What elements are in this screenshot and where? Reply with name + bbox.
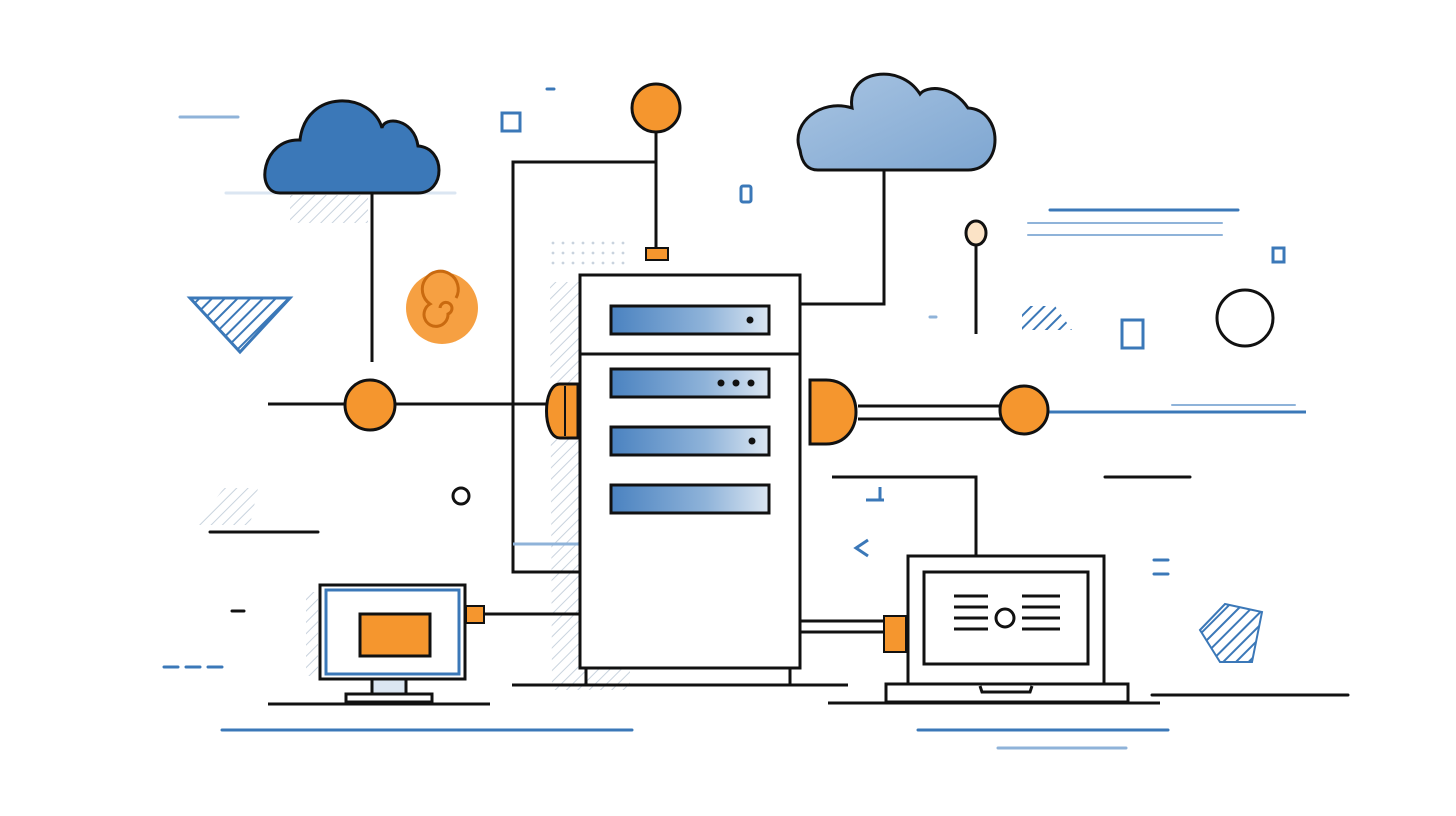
connection-lines [268, 132, 1306, 706]
drive-bay-2 [609, 367, 771, 399]
right-port-connector [808, 378, 858, 446]
swirl-icon [406, 269, 478, 344]
laptop-icon [828, 554, 1160, 705]
left-port-connector [545, 382, 580, 440]
top-node-icon [630, 82, 682, 134]
left-node-icon [343, 378, 397, 432]
drive-bay-3 [609, 425, 771, 457]
pin-icon [964, 219, 988, 247]
right-node-icon [998, 384, 1050, 436]
orange-nodes [343, 82, 1050, 436]
desktop-monitor-icon [306, 583, 485, 704]
cloud-right-icon [796, 72, 997, 172]
monitor-port [465, 605, 485, 624]
drive-bay-4 [609, 483, 771, 515]
drive-bay-1 [609, 304, 771, 336]
laptop-port [883, 615, 907, 653]
monitor-screen-content [358, 612, 432, 658]
server-rack-icon [545, 273, 858, 684]
cloud-left-icon [263, 99, 441, 195]
decorative-lines [162, 87, 1350, 750]
